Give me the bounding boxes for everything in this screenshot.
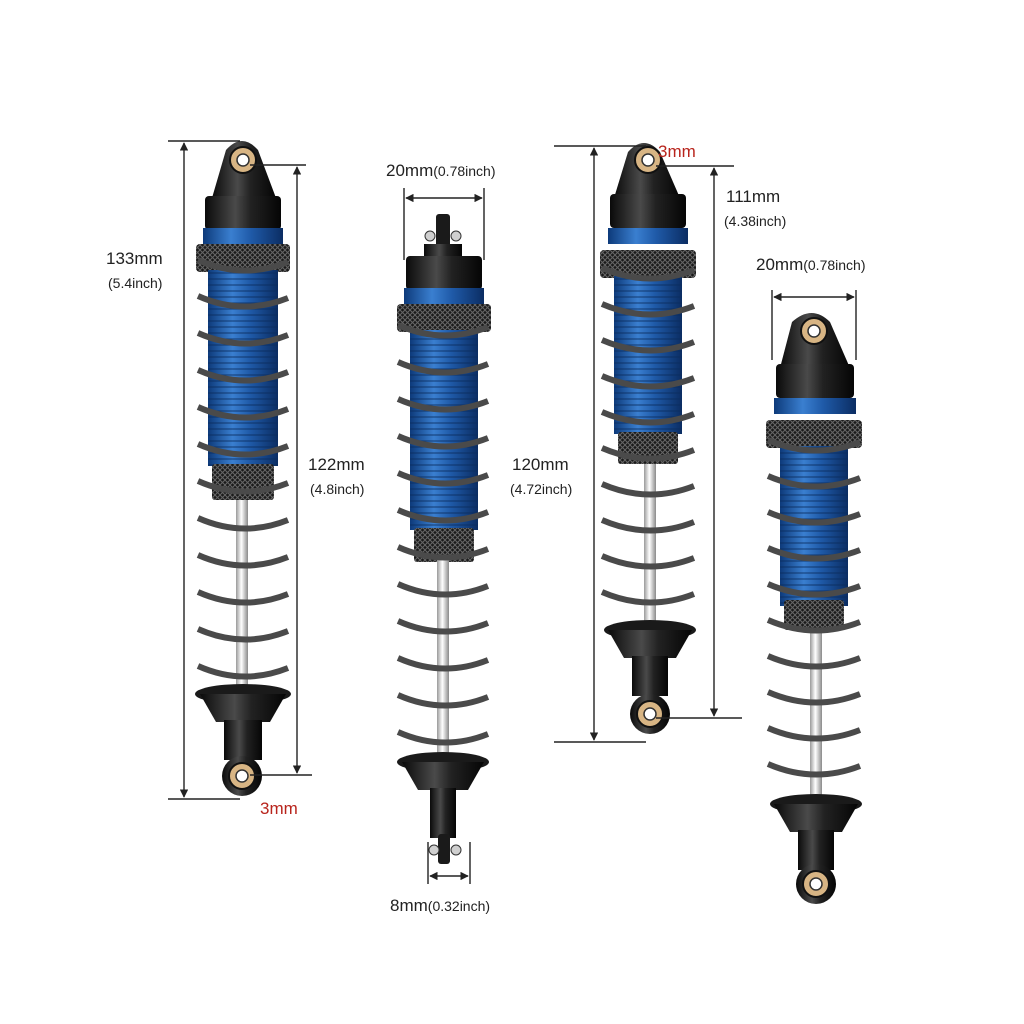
shock-c-eye-length: 111mm — [726, 187, 781, 206]
shock-c-eye-length-inch: (4.38inch) — [724, 213, 787, 229]
shock-a-eye-length-inch: (4.8inch) — [310, 481, 365, 497]
shock-a — [195, 141, 291, 796]
shock-b-end-width: 8mm(0.32inch) — [390, 896, 491, 915]
dimension-lines — [168, 140, 857, 884]
shock-c-total-length-inch: (4.72inch) — [510, 481, 573, 497]
shock-d-width: 20mm(0.78inch) — [756, 255, 866, 274]
shock-a-hole-size: 3mm — [260, 799, 298, 818]
shock-d — [766, 313, 862, 904]
shock-a-total-length-inch: (5.4inch) — [108, 275, 163, 291]
shock-c-total-length: 120mm — [512, 455, 569, 474]
spring — [196, 257, 290, 680]
shaft — [236, 490, 248, 700]
shock-c-hole-size: 3mm — [658, 142, 696, 161]
shock-b-width: 20mm(0.78inch) — [386, 161, 496, 180]
shock-b — [396, 214, 491, 864]
shock-a-total-length: 133mm — [106, 249, 163, 268]
shock-a-eye-length: 122mm — [308, 455, 365, 474]
shock-c — [600, 143, 696, 734]
